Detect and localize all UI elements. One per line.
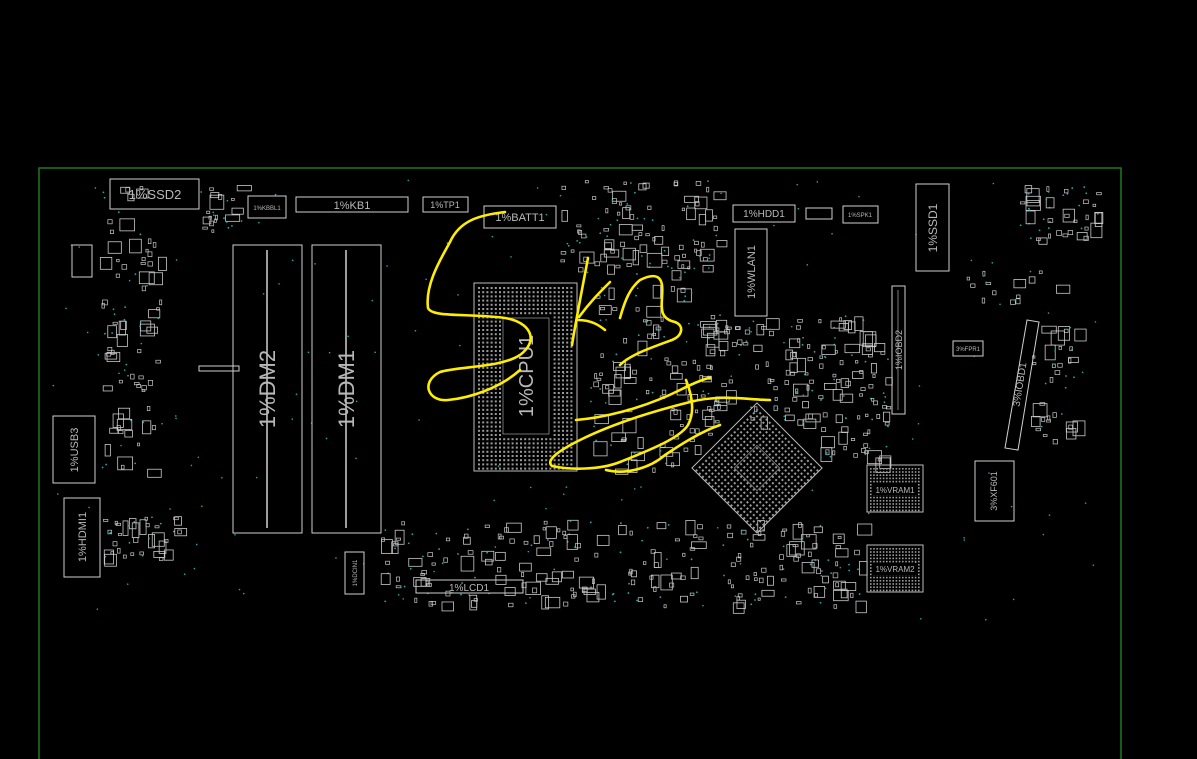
component-vram2[interactable]: 1%VRAM2 [866, 544, 924, 593]
tp1-label: 1%TP1 [430, 200, 460, 210]
small-connector [198, 365, 240, 372]
component-hdd1[interactable]: 1%HDD1 [732, 204, 833, 223]
component-spk1[interactable]: 1%SPK1 [842, 205, 879, 224]
component-vram1[interactable]: 1%VRAM1 [866, 464, 924, 513]
component-kb1[interactable]: 1%KB1 [295, 196, 409, 213]
wlan1-label: 1%WLAN1 [746, 245, 758, 299]
handwritten-annotation [426, 210, 772, 473]
small-connector [71, 244, 93, 278]
component-iobd2[interactable]: 1%IOBD2 [891, 285, 906, 415]
component-fpr1[interactable]: 3%FPR1 [952, 340, 984, 357]
component-tp1[interactable]: 1%TP1 [422, 196, 469, 213]
component-dm2[interactable]: 1%DM2 [232, 244, 303, 534]
component-wlan1[interactable]: 1%WLAN1 [734, 228, 768, 317]
component-cpu1[interactable]: 1%CPU1 [473, 282, 578, 472]
ssd1-label: 1%SSD1 [926, 203, 940, 252]
lcd1-label: 1%LCD1 [449, 583, 489, 594]
kbbl1-label: 1%KBBL1 [253, 206, 281, 212]
spk1-label: 1%SPK1 [848, 213, 873, 219]
hdmi1-label: 1%HDMI1 [77, 512, 89, 562]
small-components-layer [52, 179, 1104, 621]
ssd2-label: 1%SSD2 [129, 187, 182, 202]
component-xf601[interactable]: 3%XF601 [974, 460, 1015, 522]
dm1-label: 1%DM1 [334, 350, 359, 428]
dm2-label: 1%DM2 [255, 350, 280, 428]
component-hdmi1[interactable]: 1%HDMI1 [63, 497, 101, 578]
fpr1-label: 3%FPR1 [956, 347, 981, 353]
component-usb3[interactable]: 1%USB3 [52, 415, 96, 484]
kb1-label: 1%KB1 [334, 200, 371, 212]
dcin1-label: 1%DCIN1 [353, 559, 359, 586]
component-dm1[interactable]: 1%DM1 [311, 244, 382, 534]
vram1-label: 1%VRAM1 [875, 486, 915, 495]
component-dcin1[interactable]: 1%DCIN1 [344, 551, 365, 595]
usb3-label: 1%USB3 [69, 428, 81, 473]
component-kbbl1[interactable]: 1%KBBL1 [247, 195, 287, 219]
board-outline [38, 167, 1122, 759]
component-lcd1[interactable]: 1%LCD1 [415, 579, 524, 594]
xf601-label: 3%XF601 [989, 471, 999, 511]
component-ssd1[interactable]: 1%SSD1 [915, 183, 950, 272]
component-ssd2[interactable]: 1%SSD2 [109, 178, 200, 210]
batt1-label: 1%BATT1 [495, 212, 544, 224]
hdd1-label: 1%HDD1 [743, 209, 785, 220]
vram2-label: 1%VRAM2 [875, 565, 915, 574]
iobd2-label: 1%IOBD2 [894, 330, 904, 370]
